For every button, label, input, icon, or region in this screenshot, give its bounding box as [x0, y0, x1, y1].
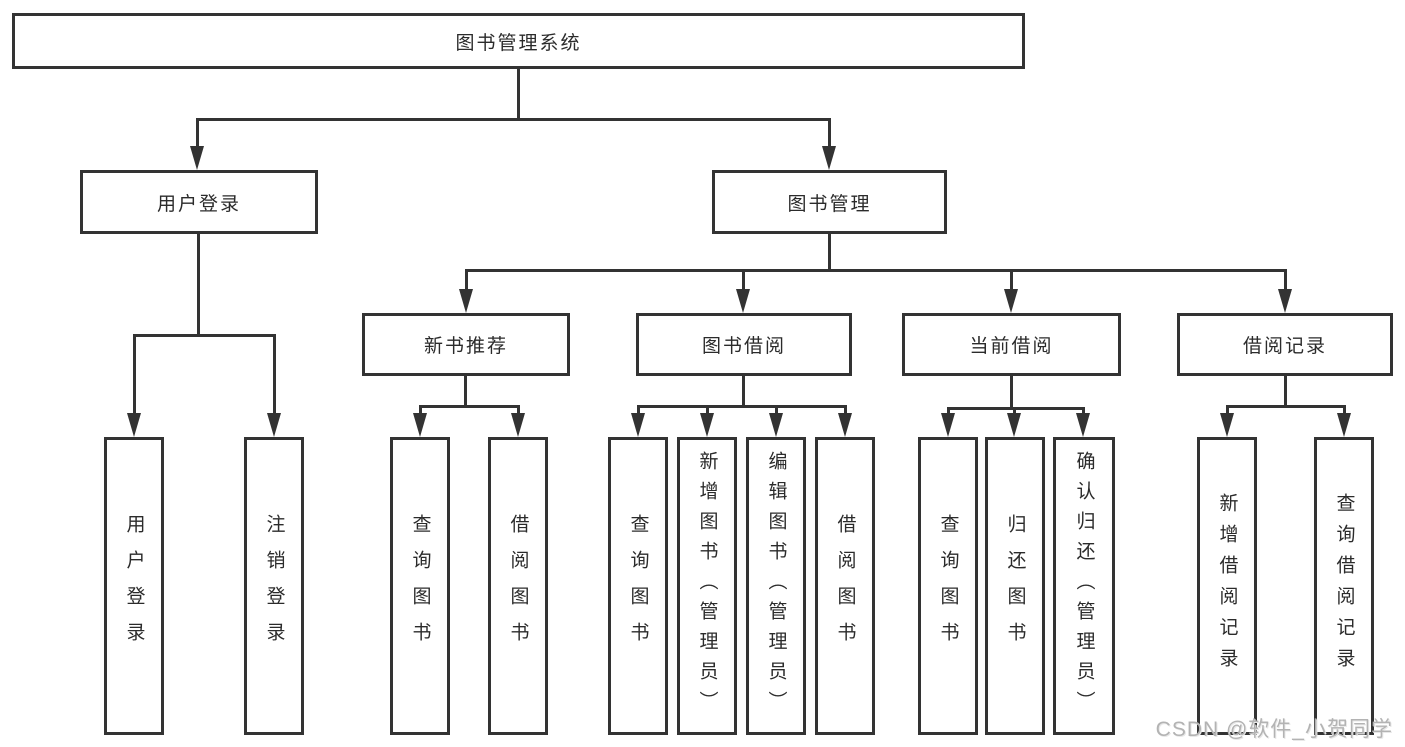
- arrowhead-down-icon: [1278, 289, 1292, 313]
- node-label: 图书管理系统: [455, 32, 582, 54]
- node-label: 图书借阅: [701, 336, 786, 357]
- node-label: 归还图书: [1004, 514, 1026, 658]
- node-label: 当前借阅: [969, 336, 1054, 357]
- arrowhead-down-icon: [1004, 289, 1018, 313]
- edge-line: [828, 234, 831, 272]
- edge-line: [1010, 376, 1013, 410]
- edge-line: [1226, 405, 1229, 417]
- edge-line: [196, 118, 831, 121]
- node-user-login-module: 用户登录: [80, 170, 318, 234]
- edge-line: [197, 234, 200, 337]
- node-label: 注销登录: [263, 514, 285, 658]
- node-label: 借阅图书: [507, 514, 529, 658]
- edge-line: [947, 407, 950, 417]
- arrowhead-down-icon: [838, 413, 852, 437]
- arrowhead-down-icon: [511, 413, 525, 437]
- edge-line: [465, 269, 468, 293]
- arrowhead-down-icon: [1007, 413, 1021, 437]
- node-borrowing-records: 借阅记录: [1177, 313, 1393, 376]
- leaf-user-login: 用户登录: [104, 437, 164, 735]
- edge-line: [828, 118, 831, 152]
- arrowhead-down-icon: [769, 413, 783, 437]
- edge-line: [133, 334, 136, 419]
- arrowhead-down-icon: [1220, 413, 1234, 437]
- edge-line: [517, 405, 520, 417]
- node-new-book-recommendation: 新书推荐: [362, 313, 570, 376]
- node-label: 新增图书（管理员）: [696, 451, 718, 721]
- edge-line: [1343, 405, 1346, 417]
- edge-line: [947, 407, 1085, 410]
- edge-line: [1226, 405, 1346, 408]
- node-label: 查询借阅记录: [1333, 493, 1355, 679]
- leaf-borrow-books-recommend: 借阅图书: [488, 437, 548, 735]
- leaf-edit-books-admin: 编辑图书（管理员）: [746, 437, 806, 735]
- node-label: 确认归还（管理员）: [1073, 451, 1095, 721]
- leaf-query-books-current: 查询图书: [918, 437, 978, 735]
- node-book-management-module: 图书管理: [712, 170, 947, 234]
- edge-line: [133, 334, 276, 337]
- edge-line: [419, 405, 520, 408]
- edge-line: [464, 376, 467, 408]
- node-current-borrowing: 当前借阅: [902, 313, 1121, 376]
- node-label: 借阅图书: [834, 514, 856, 658]
- node-label: 用户登录: [156, 193, 241, 215]
- node-book-borrowing: 图书借阅: [636, 313, 852, 376]
- node-label: 查询图书: [937, 514, 959, 658]
- edge-line: [775, 405, 778, 417]
- arrowhead-down-icon: [631, 413, 645, 437]
- edge-line: [742, 269, 745, 293]
- csdn-watermark: CSDN @软件_小贺同学: [1155, 718, 1393, 741]
- edge-line: [517, 68, 520, 120]
- arrowhead-down-icon: [267, 413, 281, 437]
- edge-line: [1284, 376, 1287, 408]
- arrowhead-down-icon: [700, 413, 714, 437]
- arrowhead-down-icon: [1076, 413, 1090, 437]
- node-label: 借阅记录: [1242, 336, 1327, 357]
- arrowhead-down-icon: [190, 146, 204, 170]
- node-label: 用户登录: [123, 514, 145, 658]
- edge-line: [1013, 407, 1016, 417]
- edge-line: [196, 118, 199, 152]
- leaf-confirm-return-admin: 确认归还（管理员）: [1053, 437, 1115, 735]
- arrowhead-down-icon: [822, 146, 836, 170]
- node-label: 新增借阅记录: [1216, 493, 1238, 679]
- node-label: 图书管理: [787, 193, 872, 215]
- arrowhead-down-icon: [736, 289, 750, 313]
- edge-line: [1082, 407, 1085, 417]
- edge-line: [1284, 269, 1287, 293]
- node-library-management-system: 图书管理系统: [12, 13, 1025, 69]
- leaf-add-books-admin: 新增图书（管理员）: [677, 437, 737, 735]
- leaf-add-borrow-record: 新增借阅记录: [1197, 437, 1257, 735]
- leaf-query-books-borrowing: 查询图书: [608, 437, 668, 735]
- leaf-borrow-books-borrowing: 借阅图书: [815, 437, 875, 735]
- arrowhead-down-icon: [459, 289, 473, 313]
- arrowhead-down-icon: [941, 413, 955, 437]
- leaf-query-borrow-record: 查询借阅记录: [1314, 437, 1374, 735]
- edge-line: [742, 376, 745, 408]
- leaf-return-books: 归还图书: [985, 437, 1045, 735]
- node-label: 编辑图书（管理员）: [765, 451, 787, 721]
- arrowhead-down-icon: [413, 413, 427, 437]
- node-label: 新书推荐: [423, 336, 508, 357]
- edge-line: [844, 405, 847, 417]
- edge-line: [419, 405, 422, 417]
- edge-line: [637, 405, 847, 408]
- leaf-logout: 注销登录: [244, 437, 304, 735]
- edge-line: [1010, 269, 1013, 293]
- node-label: 查询图书: [627, 514, 649, 658]
- arrowhead-down-icon: [1337, 413, 1351, 437]
- edge-line: [273, 334, 276, 419]
- leaf-query-books-recommend: 查询图书: [390, 437, 450, 735]
- edge-line: [706, 405, 709, 417]
- edge-line: [465, 269, 1287, 272]
- arrowhead-down-icon: [127, 413, 141, 437]
- edge-line: [637, 405, 640, 417]
- node-label: 查询图书: [409, 514, 431, 658]
